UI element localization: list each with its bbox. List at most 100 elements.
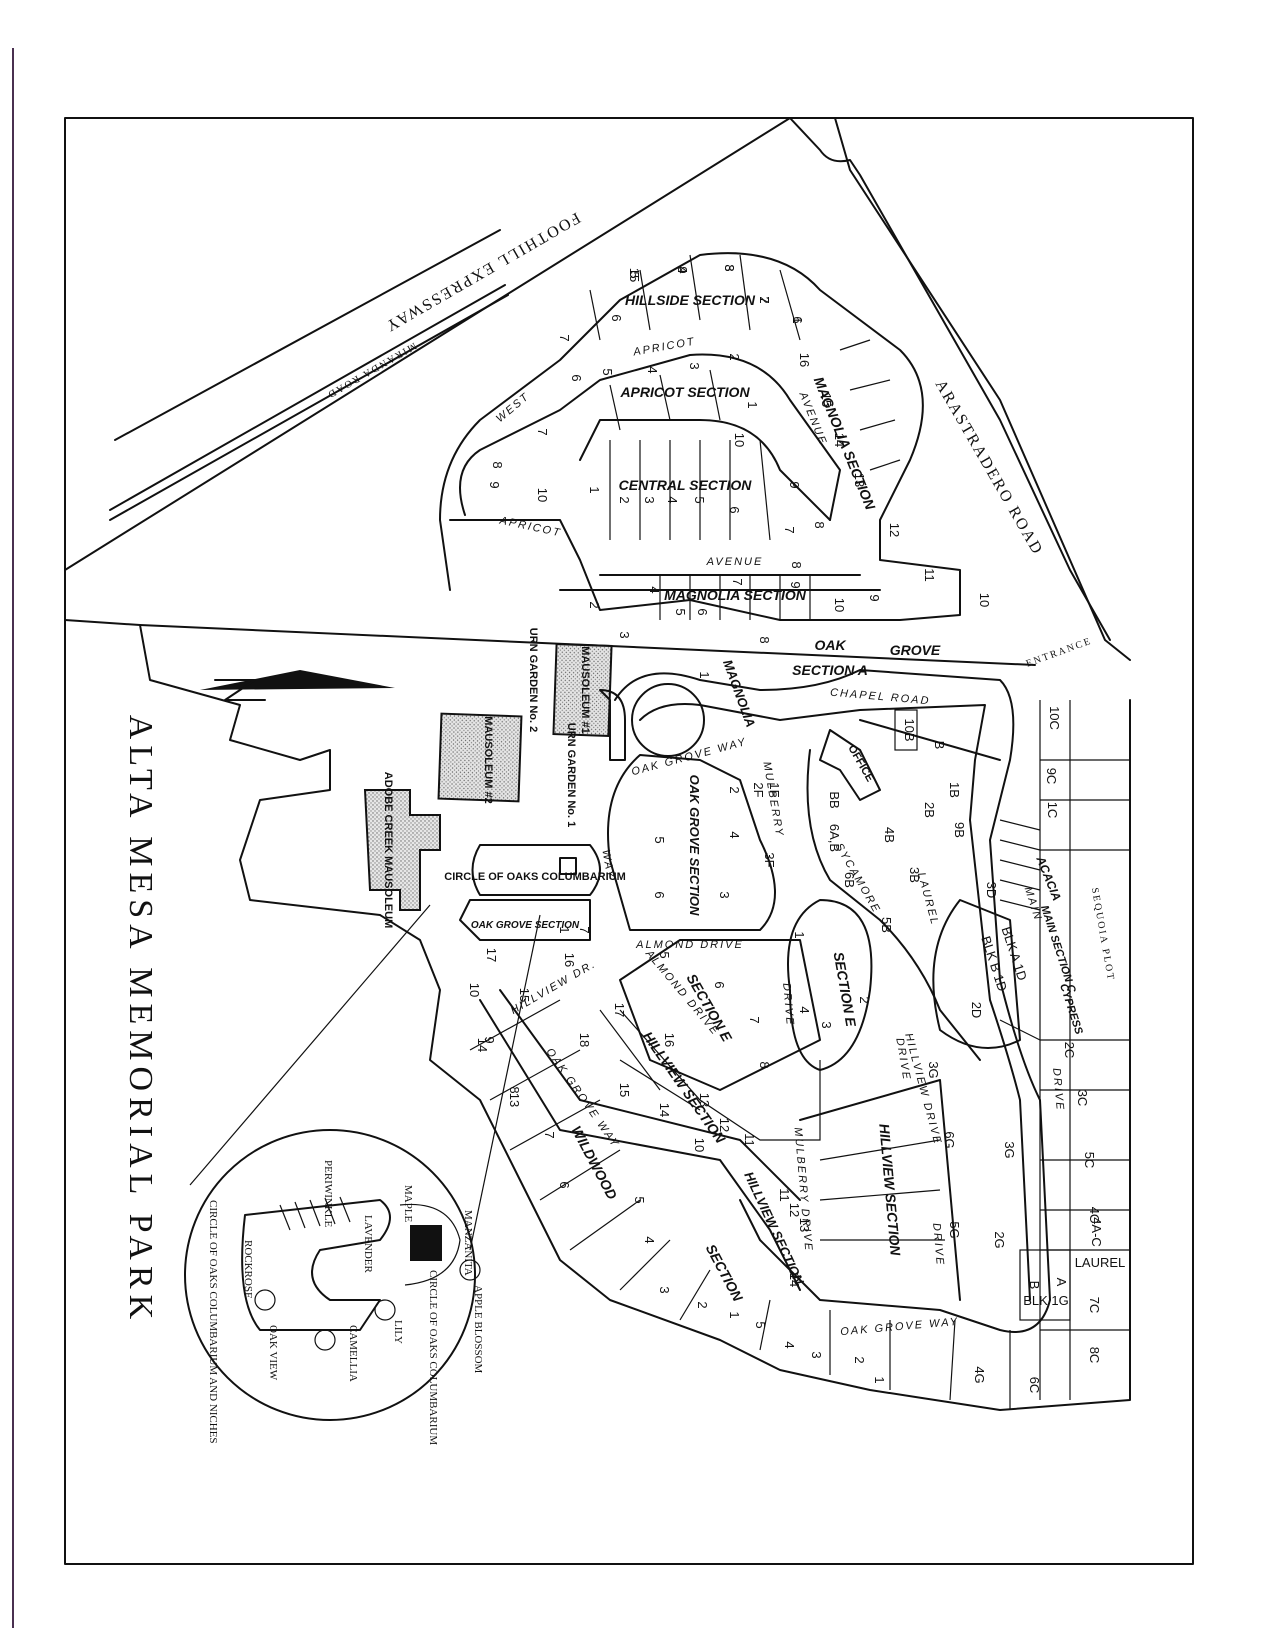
plot-number: 9C bbox=[1044, 768, 1059, 785]
plot-number: 1 bbox=[792, 931, 807, 938]
north-arrow-icon bbox=[200, 670, 395, 701]
plot-number: 11 bbox=[742, 1133, 757, 1147]
foothill-expressway bbox=[64, 117, 791, 571]
plot-number: 5 bbox=[600, 368, 615, 375]
map-frame bbox=[64, 117, 1194, 1565]
inset-oak-view: OAK VIEW bbox=[267, 1325, 279, 1381]
plot-number: 4B bbox=[882, 827, 897, 843]
plot-number: 10 bbox=[535, 488, 550, 502]
inset-lavender: LAVENDER bbox=[362, 1215, 374, 1274]
blk-1g-label: BLK 1G bbox=[1023, 1293, 1069, 1308]
plot-number: 1C bbox=[1045, 802, 1060, 819]
inset-paths bbox=[241, 1196, 481, 1351]
central-section-label: CENTRAL SECTION bbox=[619, 477, 753, 493]
plot-number: 9 bbox=[482, 1036, 497, 1043]
hillview-section-2-label: HILLVIEW SECTION bbox=[876, 1123, 904, 1257]
plot-number: 6 bbox=[569, 374, 584, 381]
avenue-bottom-street: AVENUE bbox=[706, 556, 764, 568]
mausoleum-1-label: MAUSOLEUM #1 bbox=[579, 646, 591, 733]
plot-number: 10 bbox=[732, 433, 747, 447]
plot-number: 7 bbox=[535, 428, 550, 435]
plot-number: 4 bbox=[665, 496, 680, 503]
plot-number: 15 bbox=[617, 1083, 632, 1097]
plot-number: 3 bbox=[642, 496, 657, 503]
plot-number: 13 bbox=[852, 473, 867, 487]
plot-number: 6 bbox=[695, 608, 710, 615]
plot-number: 3B bbox=[907, 867, 922, 883]
plot-number: 17 bbox=[484, 948, 499, 962]
office-annex bbox=[894, 709, 918, 751]
section-label: SECTION bbox=[703, 1241, 747, 1304]
laurel-block-label: LAUREL bbox=[1075, 1255, 1126, 1270]
plot-number: 9 bbox=[788, 581, 803, 588]
plot-number: B bbox=[932, 741, 947, 750]
plot-number: 7 bbox=[747, 1016, 762, 1023]
plot-number: 7 bbox=[782, 526, 797, 533]
plot-number: 5 bbox=[627, 271, 642, 278]
plot-number: 10 bbox=[832, 598, 847, 612]
mausoleum-1-arcade bbox=[599, 689, 626, 761]
plot-number: 3 bbox=[657, 1286, 672, 1293]
plot-number: 3D bbox=[984, 882, 999, 899]
plot-number: 6 bbox=[712, 981, 727, 988]
plot-number: 9 bbox=[787, 481, 802, 488]
plot-number: 2B bbox=[922, 802, 937, 818]
plot-number: 1 bbox=[697, 671, 712, 678]
plot-number: 1 bbox=[790, 316, 805, 323]
plot-number: BB bbox=[827, 791, 842, 808]
plot-number: 10 bbox=[977, 593, 992, 607]
plot-number: 14 bbox=[475, 1038, 490, 1052]
plot-number: 14 bbox=[657, 1103, 672, 1117]
plot-number: 18 bbox=[577, 1033, 592, 1047]
office-building bbox=[819, 729, 881, 801]
plot-number: 5G bbox=[947, 1221, 962, 1238]
plot-number: 15 bbox=[627, 268, 642, 282]
plot-number: 4 bbox=[645, 366, 660, 373]
plot-number: 1F bbox=[767, 782, 782, 797]
plot-number: 4 bbox=[647, 586, 662, 593]
plot-number: 2F bbox=[751, 782, 766, 797]
plot-number: 15 bbox=[517, 988, 532, 1002]
binder-margin-line bbox=[12, 48, 14, 1628]
oak-grove-section-a-label: SECTION A bbox=[792, 662, 868, 678]
urn-garden-2-label: URN GARDEN No. 2 bbox=[527, 628, 539, 733]
plot-number: 8C bbox=[1087, 1347, 1102, 1364]
plot-number: 1 bbox=[557, 926, 572, 933]
plot-number: 3 bbox=[722, 264, 737, 271]
plot-number: 4 bbox=[727, 831, 742, 838]
drive-1-street: DRIVE bbox=[780, 982, 796, 1027]
almond-drive-street: ALMOND DRIVE bbox=[635, 939, 744, 951]
plot-number: 9 bbox=[867, 594, 882, 601]
inset-circle-of-oaks-columbarium: CIRCLE OF OAKS COLUMBARIUM bbox=[427, 1270, 439, 1445]
plot-number: 1 bbox=[745, 401, 760, 408]
main-street: MAIN bbox=[1022, 885, 1044, 922]
sequoia-plot-label: SEQUOIA PLOT bbox=[1089, 887, 1116, 982]
plot-number: 14 bbox=[787, 1273, 802, 1287]
plot-number: 3C bbox=[1075, 1090, 1090, 1107]
plot-number: 13 bbox=[797, 1218, 812, 1232]
plot-number: 3G bbox=[1002, 1141, 1017, 1158]
plot-number: 7 bbox=[757, 296, 772, 303]
plot-number: 11 bbox=[922, 568, 937, 582]
drive-east-street: DRIVE bbox=[1050, 1067, 1066, 1112]
inset-maple: MAPLE bbox=[402, 1185, 414, 1223]
plot-number: 7C bbox=[1087, 1297, 1102, 1314]
plot-number: 4C bbox=[1087, 1207, 1102, 1224]
plot-number: 4A-C bbox=[1089, 1217, 1104, 1247]
plot-number: 8 bbox=[490, 461, 505, 468]
plot-number: 17 bbox=[612, 1003, 627, 1017]
plot-number: 1 bbox=[872, 1376, 887, 1383]
plot-number: 5 bbox=[652, 836, 667, 843]
plot-divisions bbox=[589, 254, 901, 620]
columbarium-marker bbox=[559, 857, 577, 875]
plot-number: 3 bbox=[687, 362, 702, 369]
inset-circle-and-niches: CIRCLE OF OAKS COLUMBARIUM AND NICHES bbox=[207, 1200, 219, 1444]
plot-number: 5 bbox=[692, 496, 707, 503]
cypress-label: CYPRESS bbox=[1057, 982, 1085, 1036]
plot-number: 6 bbox=[609, 314, 624, 321]
urn-garden-1-label: URN GARDEN No. 1 bbox=[565, 723, 577, 828]
plot-number: 2C bbox=[1062, 1042, 1077, 1059]
oak-grove-way-bottom-street: OAK GROVE WAY bbox=[840, 1316, 960, 1338]
chapel-road-street: CHAPEL ROAD bbox=[830, 687, 931, 708]
